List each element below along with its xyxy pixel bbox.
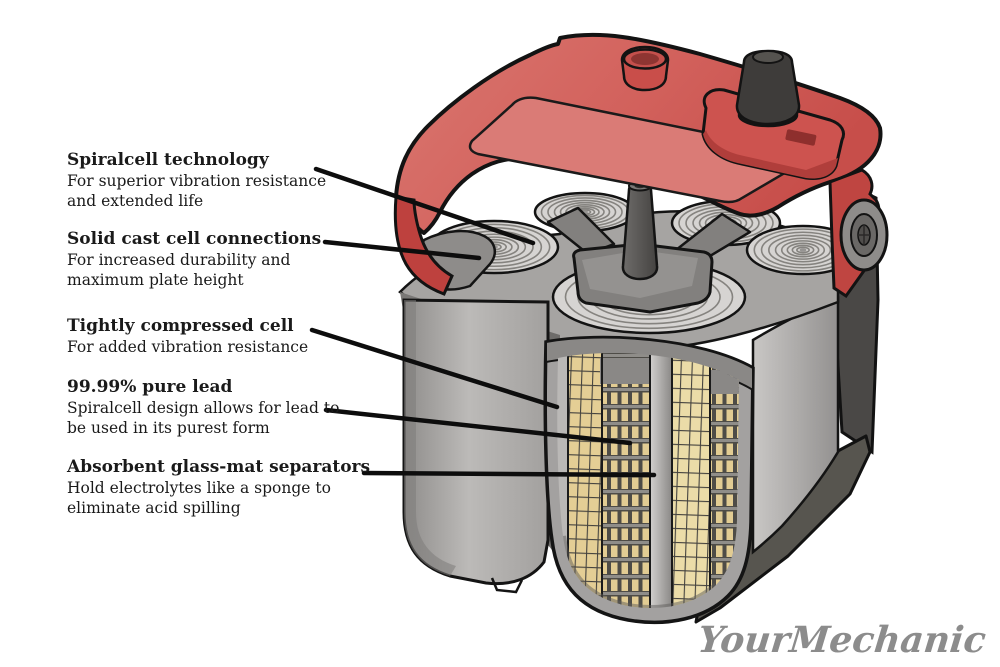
- callout-line: For superior vibration resistance: [67, 172, 327, 190]
- callout-pure-lead: 99.99% pure lead Spiralcell design allow…: [67, 377, 339, 438]
- callout-title: Tightly compressed cell: [67, 316, 294, 336]
- fill-cap: [620, 45, 670, 92]
- leader-line-connections: [322, 239, 482, 261]
- leader-line-separators: [361, 470, 657, 478]
- callout-line: Hold electrolytes like a sponge to: [67, 479, 331, 497]
- callout-connections: Solid cast cell connections For increase…: [67, 229, 321, 290]
- lid-cut-edge: [393, 195, 454, 296]
- separator-strip: [650, 353, 672, 608]
- negative-terminal-post: [735, 49, 801, 128]
- callout-separators: Absorbent glass-mat separators Hold elec…: [67, 457, 370, 518]
- callout-title: Absorbent glass-mat separators: [67, 457, 371, 477]
- terminal-post-stub: [621, 180, 659, 281]
- callout-title: Solid cast cell connections: [67, 229, 322, 249]
- leader-line-pure-lead: [323, 407, 633, 446]
- cut-cell: [543, 335, 755, 624]
- callout-spiralcell: Spiralcell technology For superior vibra…: [67, 150, 326, 211]
- callout-line: maximum plate height: [67, 271, 244, 289]
- leader-line-compressed-cell: [309, 327, 560, 410]
- front-left-cell-cylinder: [402, 298, 550, 594]
- callout-line: be used in its purest form: [67, 419, 270, 437]
- leader-lines: [309, 166, 657, 478]
- leader-line-spiralcell: [313, 166, 536, 246]
- watermark-logo: YourMechanic: [696, 619, 989, 661]
- side-terminal: [839, 198, 889, 272]
- callout-line: For added vibration resistance: [67, 338, 309, 356]
- callout-compressed-cell: Tightly compressed cell For added vibrat…: [67, 316, 308, 357]
- callout-line: For increased durability and: [67, 251, 291, 269]
- cell-wall-edge: [557, 353, 568, 608]
- callout-title: Spiralcell technology: [67, 150, 269, 170]
- callout-title: 99.99% pure lead: [67, 377, 233, 397]
- lead-plate-grid: [602, 353, 650, 608]
- callout-line: and extended life: [67, 192, 204, 210]
- callout-line: Spiralcell design allows for lead to: [67, 399, 340, 417]
- callout-line: eliminate acid spilling: [67, 499, 241, 517]
